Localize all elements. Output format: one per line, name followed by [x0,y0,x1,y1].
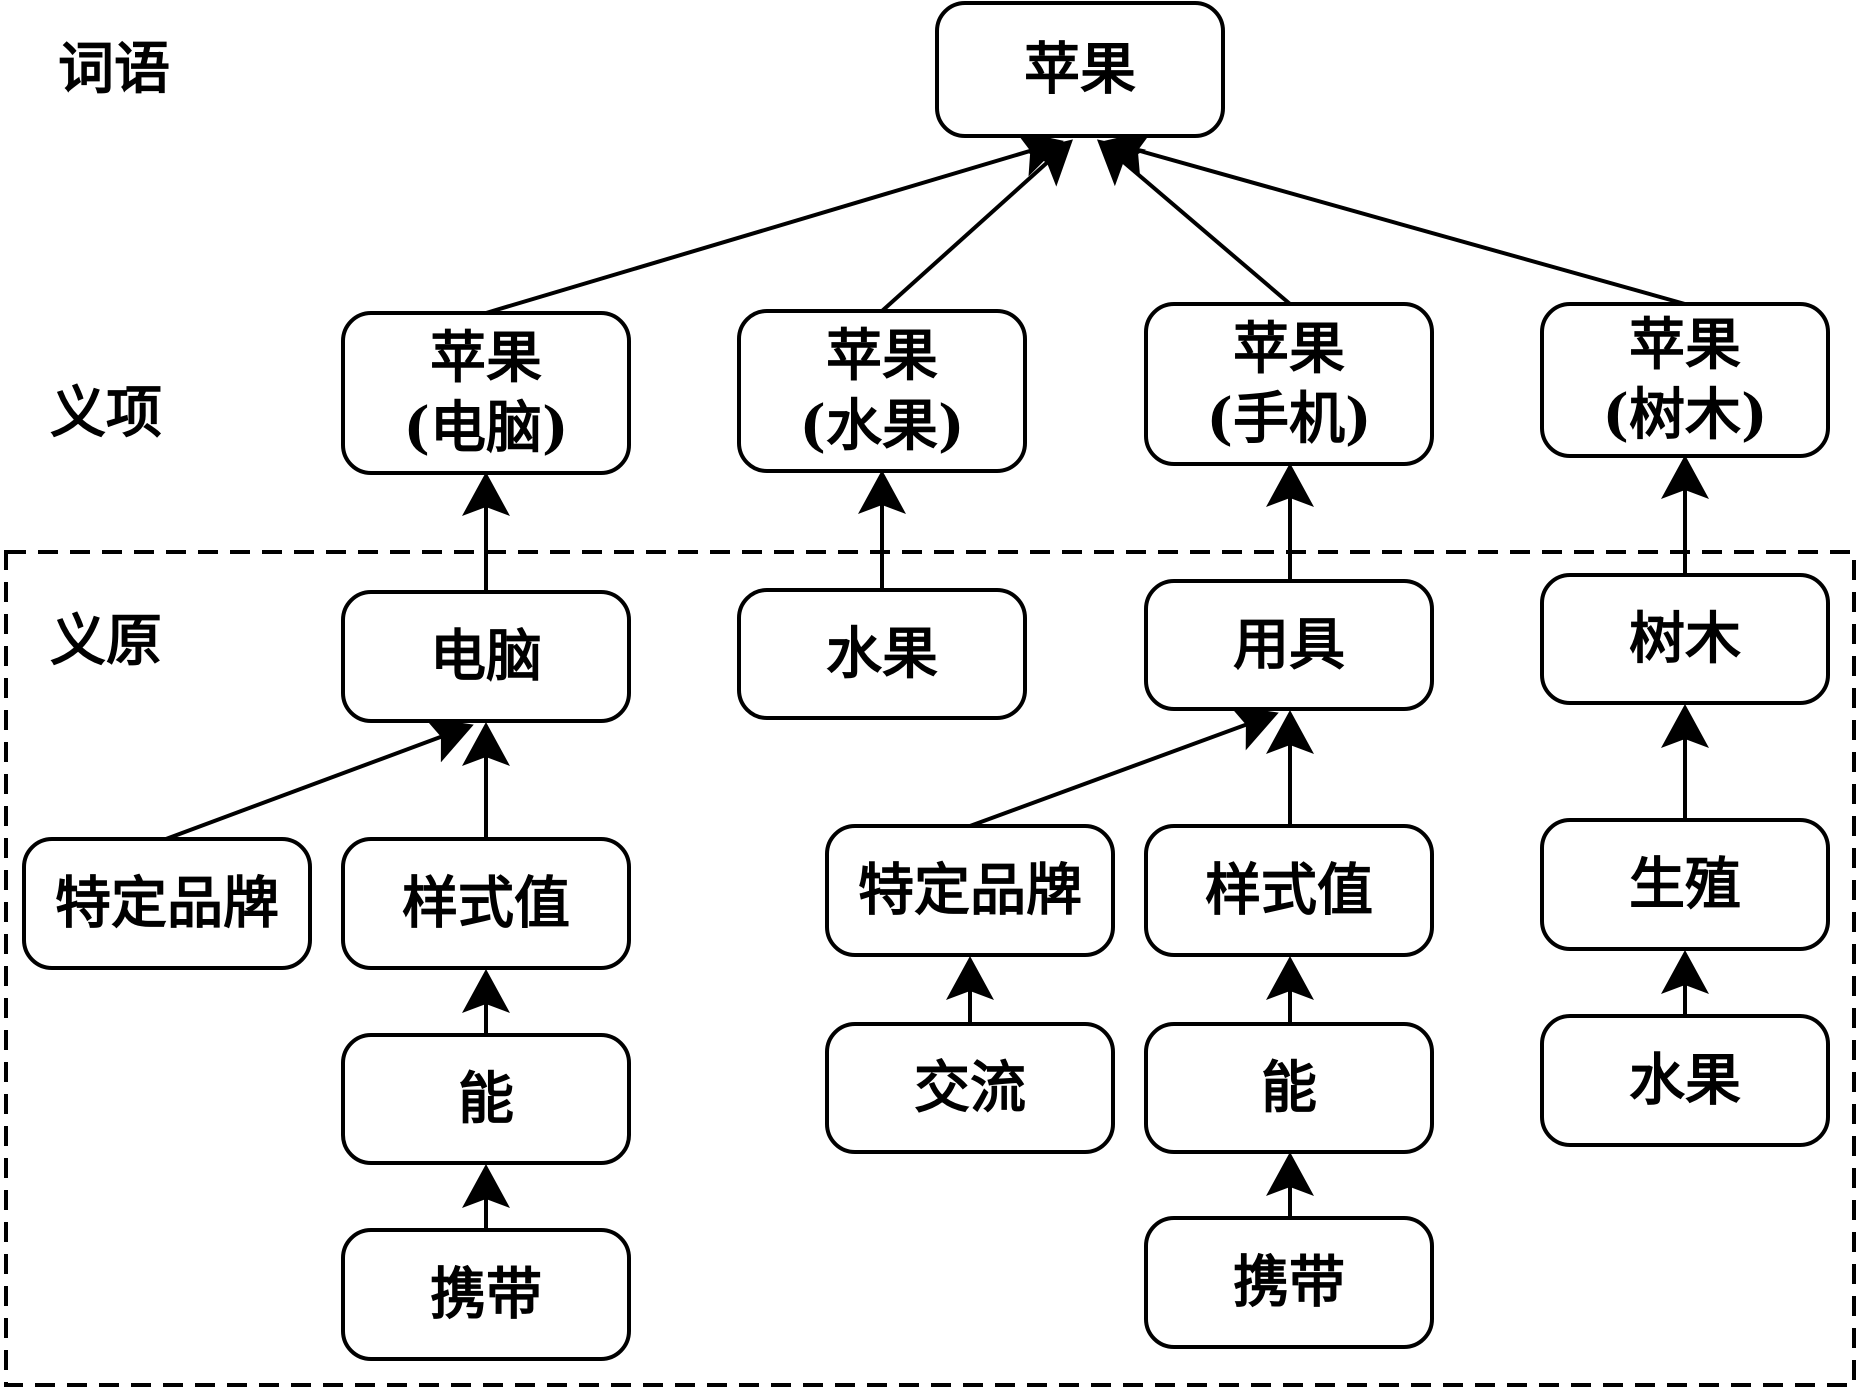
node-box [737,309,1027,473]
node-label: 样式值 [402,871,570,937]
node-communicate: 交流 [825,1022,1115,1154]
node-label: 树木 [1629,606,1741,672]
node-sememe-tree: 树木 [1540,573,1830,705]
node-box [341,590,631,723]
node-sememe-tool: 用具 [1144,579,1434,711]
node-box [341,837,631,970]
node-box [1144,579,1434,711]
node-sememe-fruit: 水果 [737,588,1027,720]
node-sense-computer: 苹果(电脑) [341,311,631,475]
node-label: 特定品牌 [858,858,1082,924]
node-label: 水果 [826,621,938,687]
layer-label-word: 词语 [58,36,170,102]
node-label: 用具 [1233,612,1345,678]
node-sense-tree: 苹果(树木) [1540,302,1830,458]
node-label: 携带 [1233,1250,1345,1316]
node-box [737,588,1027,720]
node-reproduce: 生殖 [1540,818,1830,951]
arrow-brand_1-to-sememe_computer [165,717,474,841]
node-label: 交流 [914,1055,1026,1121]
node-label: 苹果 [430,325,542,391]
node-able-1: 能 [341,1033,631,1165]
node-box [1144,302,1434,466]
node-label: 特定品牌 [55,871,279,937]
node-label: 水果 [1629,1048,1741,1114]
node-pattern-value-1: 样式值 [341,837,631,970]
node-brand-2: 特定品牌 [825,824,1115,957]
node-box [1540,302,1830,458]
node-box [1144,1022,1434,1154]
node-box [22,837,312,970]
node-sense-phone: 苹果(手机) [1144,302,1434,466]
node-apple-word: 苹果 [935,1,1225,138]
node-box [825,824,1115,957]
node-label: 苹果 [1233,316,1345,382]
node-box [341,1033,631,1165]
arrow-sense_tree-to-apple_word [1104,129,1686,306]
node-label: 生殖 [1629,852,1741,918]
node-label: (手机) [1207,386,1372,452]
node-label: 能 [458,1066,514,1132]
layer-label-sense: 义项 [50,380,162,446]
node-box [1540,818,1830,951]
edges [165,129,1709,1230]
node-label: (水果) [800,393,965,459]
node-box [1144,824,1434,957]
node-box [341,311,631,475]
node-carry-1: 携带 [341,1228,631,1361]
sememe-layer-region [4,550,1856,1387]
node-label: 苹果 [826,323,938,389]
node-sememe-computer: 电脑 [341,590,631,723]
node-label: (树木) [1603,382,1768,448]
arrow-sense_computer-to-apple_word [485,130,1064,315]
node-box [825,1022,1115,1154]
node-carry-2: 携带 [1144,1216,1434,1349]
node-box [1540,1014,1830,1147]
node-box [935,1,1225,138]
node-fruit-leaf: 水果 [1540,1014,1830,1147]
node-label: 苹果 [1629,312,1741,378]
node-label: 苹果 [1024,37,1136,103]
node-label: (电脑) [404,395,569,461]
node-box [1144,1216,1434,1349]
node-label: 能 [1261,1055,1317,1121]
node-box [341,1228,631,1361]
arrow-sense_fruit-to-apple_word [880,139,1073,313]
layer-label-sememe: 义原 [50,608,162,674]
node-label: 携带 [430,1262,542,1328]
node-brand-1: 特定品牌 [22,837,312,970]
node-sense-fruit: 苹果(水果) [737,309,1027,473]
node-able-2: 能 [1144,1022,1434,1154]
node-label: 电脑 [430,624,542,690]
node-label: 样式值 [1205,858,1373,924]
arrow-brand_2-to-sememe_tool [969,705,1279,828]
node-pattern-value-2: 样式值 [1144,824,1434,957]
nodes: 苹果苹果(电脑)苹果(水果)苹果(手机)苹果(树木)电脑水果用具树木特定品牌样式… [22,1,1830,1361]
node-box [1540,573,1830,705]
